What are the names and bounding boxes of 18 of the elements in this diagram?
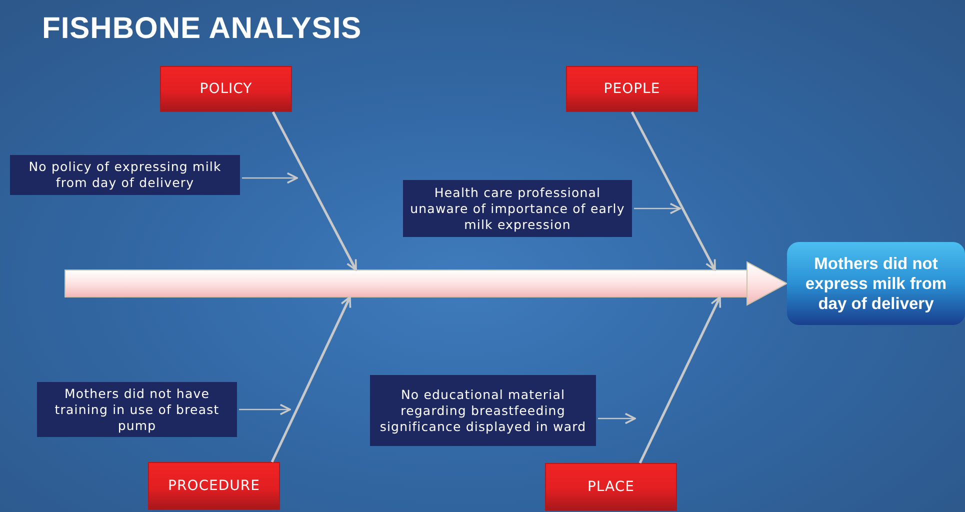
leader-arrow bbox=[242, 172, 298, 184]
spine-arrowhead bbox=[746, 261, 788, 306]
category-box: POLICY bbox=[160, 66, 292, 112]
cause-box: Health care professional unaware of importance of early milk expression bbox=[403, 180, 632, 237]
bone-arrow bbox=[270, 296, 352, 463]
cause-box: No educational material regarding breastfeeding significance displayed in ward bbox=[370, 375, 596, 446]
leader-arrow bbox=[634, 202, 681, 214]
category-box: PEOPLE bbox=[566, 66, 698, 112]
bone-arrow bbox=[638, 296, 722, 464]
cause-box: No policy of expressing milk from day of delivery bbox=[10, 155, 240, 195]
category-box: PLACE bbox=[545, 463, 677, 511]
title: FISHBONE ANALYSIS bbox=[42, 12, 362, 46]
cause-box: Mothers did not have training in use of breast pump bbox=[37, 382, 237, 437]
category-box: PROCEDURE bbox=[148, 462, 280, 510]
leader-arrow bbox=[598, 412, 636, 424]
leader-arrow bbox=[239, 404, 291, 416]
bone-arrow bbox=[630, 111, 716, 271]
bone-arrow bbox=[272, 111, 358, 271]
